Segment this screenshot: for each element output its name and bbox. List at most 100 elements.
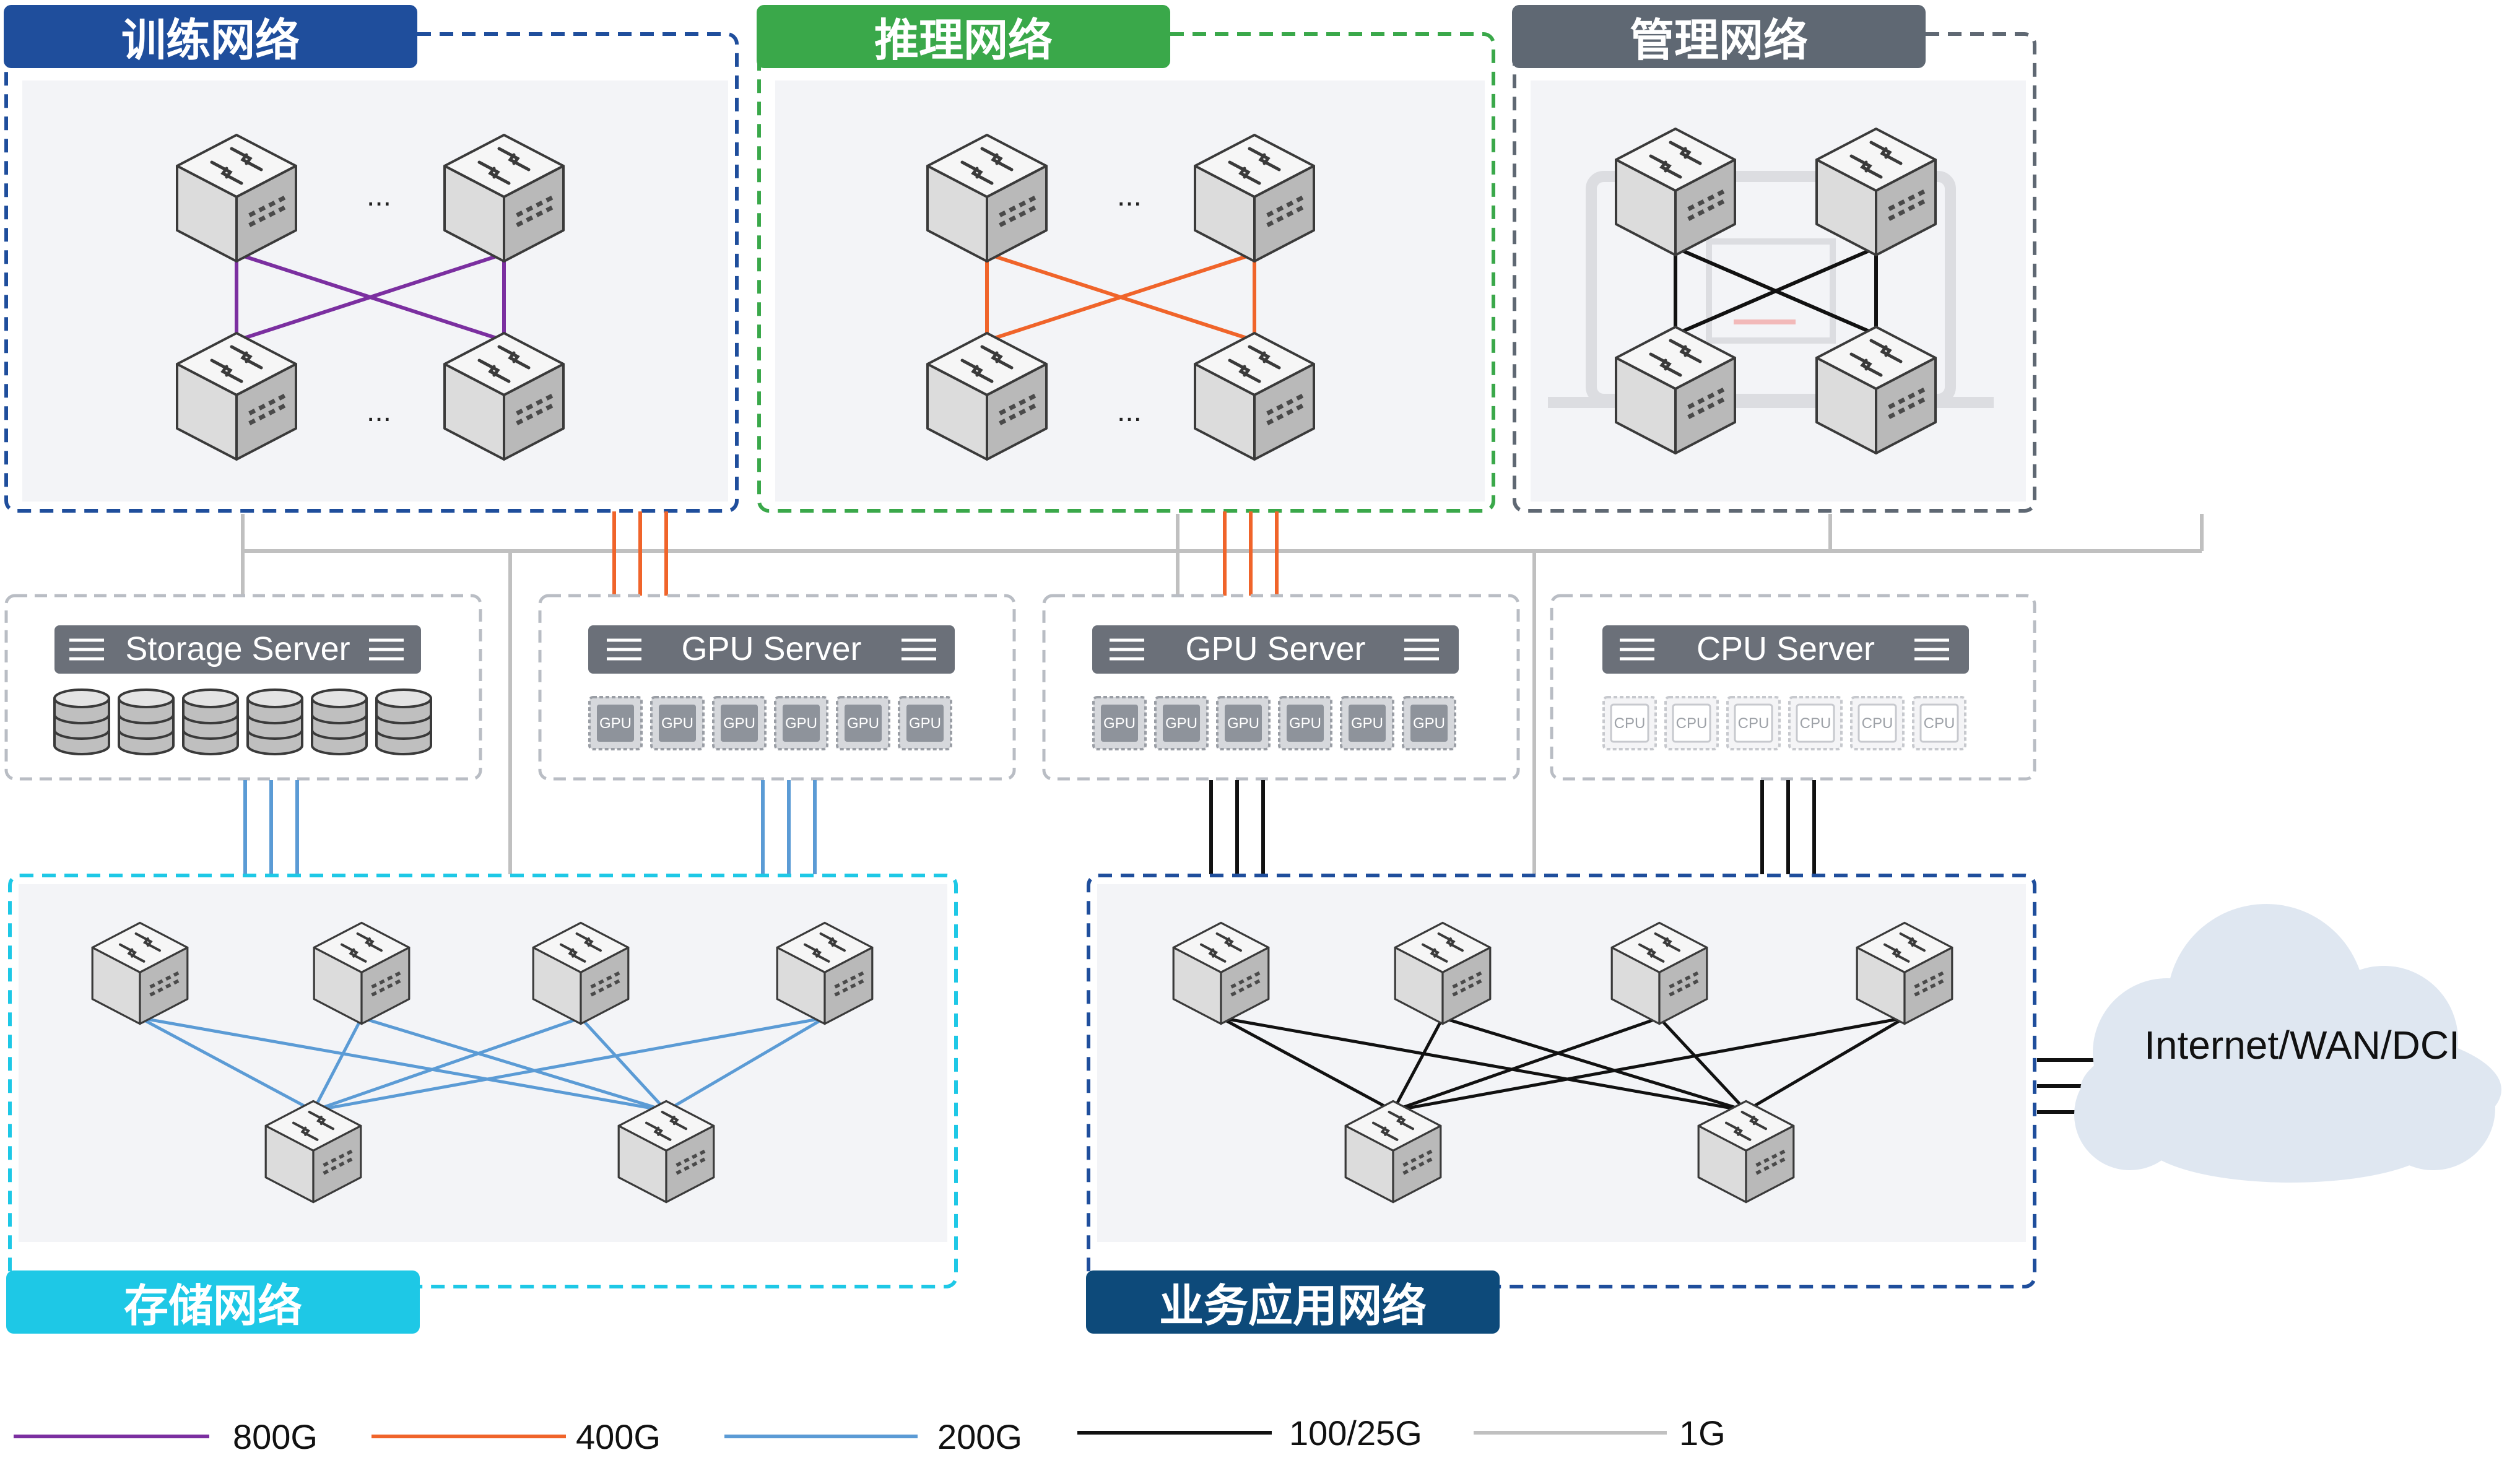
- management-network: 管理网络: [1512, 5, 2036, 513]
- cpu-chip-icon: CPU: [1664, 696, 1719, 750]
- inference-network: 推理网络 ... ...: [757, 5, 1495, 513]
- chip-label: GPU: [723, 715, 755, 732]
- storage-server-title-bar: [54, 625, 421, 674]
- menu-lines-icon: [69, 638, 404, 661]
- management-links: [1674, 246, 1878, 336]
- storage-server-title: Storage Server: [125, 630, 350, 667]
- cpu-server-title: CPU Server: [1697, 630, 1875, 667]
- gpu-chip-icon: GPU: [588, 696, 643, 750]
- training-network-tag: [4, 5, 417, 68]
- chip-label: GPU: [847, 715, 879, 732]
- disk-icon: [311, 688, 368, 755]
- gpu-server-1-title: GPU Server: [681, 630, 861, 667]
- chip-label: CPU: [1924, 715, 1955, 732]
- menu-lines-icon: [1620, 638, 1949, 661]
- cpu-chip-icon: CPU: [1726, 696, 1781, 750]
- chip-label: GPU: [909, 715, 941, 732]
- storage-network-tag: [6, 1270, 420, 1334]
- training-network: 训练网络 ... ...: [4, 5, 739, 513]
- disk-icon: [53, 688, 110, 755]
- storage-network-border: [8, 874, 958, 1288]
- chip-label: GPU: [1165, 715, 1197, 732]
- chip-label: GPU: [599, 715, 632, 732]
- legend-label-100g: 100/25G: [1289, 1414, 1422, 1453]
- cpu-chip-icon: CPU: [1602, 696, 1657, 750]
- chip-label: GPU: [1351, 715, 1383, 732]
- disk-icon: [375, 688, 432, 755]
- inference-network-tag: [757, 5, 1170, 68]
- gpu-chip-icon: GPU: [1154, 696, 1209, 750]
- disk-icon: [246, 688, 303, 755]
- gpu-chip-icon: GPU: [1278, 696, 1332, 750]
- storage-disks: [53, 688, 432, 755]
- storage-network: 存储网络: [6, 874, 958, 1334]
- training-ellipsis-top: ...: [367, 180, 391, 212]
- menu-lines-icon: [607, 638, 936, 661]
- gpu-server-1-chips: GPU GPU GPU GPU GPU GPU: [588, 696, 952, 750]
- inference-network-panel: [775, 80, 1485, 502]
- legend-label-1g: 1G: [1679, 1414, 1726, 1453]
- business-network: 业务应用网络: [1086, 874, 2036, 1334]
- gpu-chip-icon: GPU: [1092, 696, 1147, 750]
- cpu-chip-icon: CPU: [1788, 696, 1843, 750]
- chip-label: GPU: [1103, 715, 1136, 732]
- training-network-border: [4, 32, 739, 513]
- business-network-links: [1220, 1016, 1906, 1113]
- cpu-chip-icon: CPU: [1850, 696, 1905, 750]
- chip-label: GPU: [785, 715, 817, 732]
- cpu-server-title-bar: [1602, 625, 1969, 674]
- gpu-server-2-title-bar: [1092, 625, 1459, 674]
- legend: 800G 400G 200G 100/25G 1G: [14, 1414, 1726, 1456]
- gpu-chip-icon: GPU: [650, 696, 705, 750]
- legend-label-200g: 200G: [937, 1417, 1022, 1456]
- gpu-server-1: GPU Server GPU GPU GPU GPU GPU GPU: [538, 594, 1016, 781]
- gpu-server-2-title: GPU Server: [1185, 630, 1365, 667]
- management-network-title: 管理网络: [1630, 14, 1808, 66]
- gpu-server-1-title-bar: [588, 625, 955, 674]
- training-links: [235, 252, 506, 342]
- chip-label: GPU: [661, 715, 693, 732]
- inference-links: [985, 252, 1256, 342]
- cloud-label: Internet/WAN/DCI: [2144, 1023, 2460, 1067]
- training-ellipsis-bottom: ...: [367, 395, 391, 428]
- gpu-chip-icon: GPU: [712, 696, 767, 750]
- management-network-tag: [1512, 5, 1926, 68]
- inference-network-title: 推理网络: [874, 14, 1053, 66]
- storage-network-title: 存储网络: [124, 1280, 302, 1332]
- gpu-chip-icon: GPU: [774, 696, 828, 750]
- management-bus-1g: [241, 514, 2204, 874]
- training-network-title: 训练网络: [121, 14, 300, 66]
- disk-icon: [118, 688, 175, 755]
- gpu-chip-icon: GPU: [1402, 696, 1456, 750]
- storage-server: Storage Server: [4, 594, 482, 781]
- business-network-tag: [1086, 1270, 1500, 1334]
- links-100g-server: [1209, 780, 1816, 874]
- inference-ellipsis-bottom: ...: [1117, 395, 1142, 428]
- cloud-icon: [2074, 904, 2501, 1183]
- chip-label: CPU: [1676, 715, 1708, 732]
- storage-network-links: [139, 1016, 826, 1113]
- gpu-chip-icon: GPU: [836, 696, 890, 750]
- gpu-chip-icon: GPU: [1340, 696, 1394, 750]
- business-network-border: [1087, 874, 2036, 1288]
- chip-label: CPU: [1738, 715, 1770, 732]
- chip-label: CPU: [1862, 715, 1893, 732]
- legend-label-400g: 400G: [576, 1417, 661, 1456]
- cpu-server: CPU Server CPU CPU CPU CPU CPU CPU: [1550, 594, 2036, 781]
- chip-label: GPU: [1413, 715, 1445, 732]
- menu-lines-icon: [1110, 638, 1439, 661]
- links-400g: [612, 511, 1279, 596]
- training-network-panel: [22, 80, 728, 502]
- chip-label: CPU: [1614, 715, 1646, 732]
- legend-label-800g: 800G: [233, 1417, 318, 1456]
- business-network-title: 业务应用网络: [1159, 1280, 1427, 1332]
- cpu-server-chips: CPU CPU CPU CPU CPU CPU: [1602, 696, 1966, 750]
- gpu-chip-icon: GPU: [1216, 696, 1271, 750]
- links-200g-server: [243, 780, 817, 874]
- chip-label: CPU: [1800, 715, 1831, 732]
- inference-ellipsis-top: ...: [1117, 180, 1142, 212]
- cpu-chip-icon: CPU: [1912, 696, 1966, 750]
